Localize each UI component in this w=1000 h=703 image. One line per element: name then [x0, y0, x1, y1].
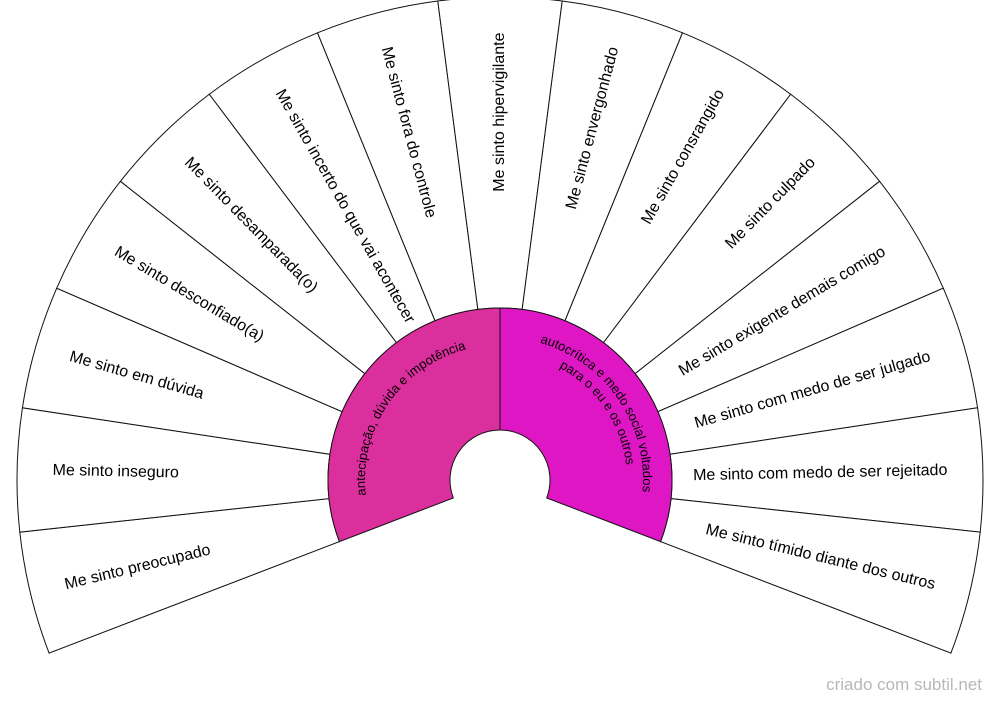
inner-group-segment[interactable]: [327, 307, 501, 543]
credit-text[interactable]: criado com subtil.net: [826, 675, 982, 694]
outer-segment-label: Me sinto com medo de ser rejeitado: [693, 462, 948, 484]
outer-segment-label: Me sinto inseguro: [52, 462, 179, 482]
outer-segment-label: Me sinto hipervigilante: [491, 32, 508, 191]
inner-group-segment[interactable]: [499, 307, 673, 543]
